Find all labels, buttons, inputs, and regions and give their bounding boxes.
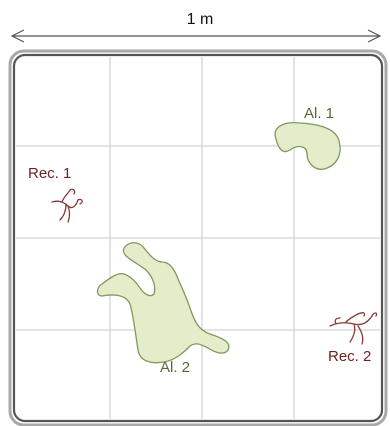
sprig-rec-2-label: Rec. 2 — [328, 348, 371, 365]
scale-bar: 1 m — [12, 11, 380, 42]
sprig-rec-1-label: Rec. 1 — [28, 165, 71, 182]
scale-label: 1 m — [187, 11, 214, 28]
region-al-2-label: Al. 2 — [160, 359, 190, 376]
region-al-1-label: Al. 1 — [304, 105, 334, 122]
